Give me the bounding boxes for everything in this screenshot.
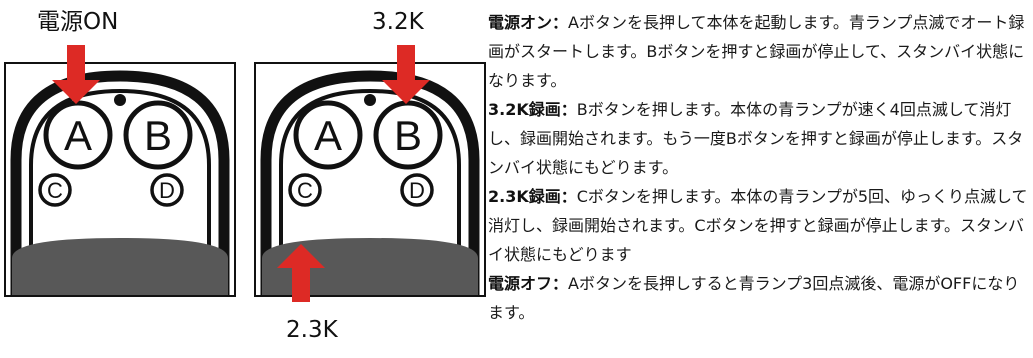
button-c-label: C xyxy=(297,178,313,203)
2-3k-label: 2.3K xyxy=(286,317,338,343)
instruction-body: Aボタンを長押して本体を起動します。青ランプ点滅でオート録画がスタートします。B… xyxy=(488,13,1025,90)
arrow-down-to-a-button xyxy=(52,45,100,104)
instruction-power-off: 電源オフ：Aボタンを長押しすると青ランプ3回点滅後、電源がOFFになります。 xyxy=(488,269,1033,327)
button-d-label: D xyxy=(159,178,175,203)
instruction-title: 電源オン： xyxy=(488,13,569,32)
button-a-label: A xyxy=(64,112,92,159)
device-outer-outline xyxy=(10,70,230,295)
instruction-2-3k-recording: 2.3K録画：Cボタンを押します。本体の青ランプが5回、ゆっくり点滅して消灯し、… xyxy=(488,182,1033,269)
button-c xyxy=(288,173,322,207)
arrow-down-to-b-button xyxy=(382,45,430,104)
button-c xyxy=(38,173,72,207)
instruction-3-2k-recording: 3.2K録画：Bボタンを押します。本体の青ランプが速く4回点滅して消灯し、録画開… xyxy=(488,95,1033,182)
button-d-label: D xyxy=(409,178,425,203)
device-diagram-recording-modes: A B C D xyxy=(254,45,486,302)
instruction-title: 3.2K録画： xyxy=(488,100,577,119)
button-b-label: B xyxy=(394,112,422,159)
device-outer-outline xyxy=(260,70,480,295)
arrow-up-to-c-button xyxy=(277,244,325,302)
button-b-label: B xyxy=(144,112,172,159)
device-inner-outline xyxy=(279,88,461,295)
device-diagram-power-on: A B C D xyxy=(4,45,236,297)
status-led-dot xyxy=(114,94,126,106)
instruction-power-on: 電源オン：Aボタンを長押して本体を起動します。青ランプ点滅でオート録画がスタート… xyxy=(488,8,1033,95)
instruction-body: Aボタンを長押しすると青ランプ3回点滅後、電源がOFFになります。 xyxy=(488,274,1020,322)
status-led-dot xyxy=(364,94,376,106)
button-b xyxy=(373,100,443,170)
instructions: 電源オン：Aボタンを長押して本体を起動します。青ランプ点滅でオート録画がスタート… xyxy=(488,8,1033,327)
instruction-title: 2.3K録画： xyxy=(488,187,577,206)
button-d xyxy=(400,173,434,207)
power-on-label: 電源ON xyxy=(37,9,119,35)
device-inner-outline xyxy=(29,88,211,295)
button-a-label: A xyxy=(314,112,342,159)
button-c-label: C xyxy=(47,178,63,203)
button-d xyxy=(150,173,184,207)
button-a xyxy=(43,100,113,170)
instruction-body: Bボタンを押します。本体の青ランプが速く4回点滅して消灯し、録画開始されます。も… xyxy=(488,100,1024,177)
button-b xyxy=(123,100,193,170)
3-2k-label: 3.2K xyxy=(372,9,424,35)
device-body-grey xyxy=(262,238,478,295)
instruction-title: 電源オフ： xyxy=(488,274,569,293)
device-body-grey xyxy=(12,238,228,295)
instruction-body: Cボタンを押します。本体の青ランプが5回、ゆっくり点滅して消灯し、録画開始されま… xyxy=(488,187,1028,264)
button-a xyxy=(293,100,363,170)
